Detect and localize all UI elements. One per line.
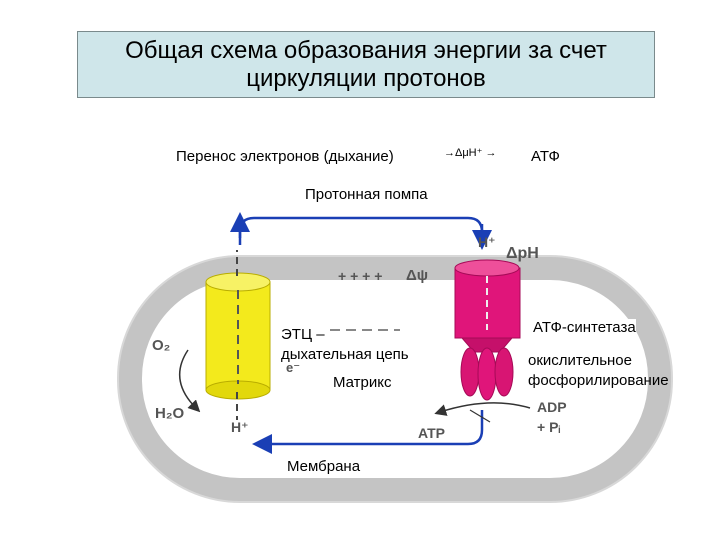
oxphos-line-2: фосфорилирование: [528, 372, 669, 389]
synthase-stem-line: [469, 409, 491, 423]
o2-to-h2o-arrow: [178, 349, 201, 413]
membrane-ring: [118, 256, 672, 502]
atp-synthase-label: АТФ-синтетаза: [533, 319, 636, 336]
adp-label: ADP: [537, 399, 567, 415]
pi-label: + Pᵢ: [537, 419, 560, 435]
atp-header-label: АТФ: [531, 148, 560, 165]
title-line-1: Общая схема образования энергии за счет: [125, 36, 607, 64]
proton-gradient-arrow-label: →ΔμH⁺ →: [444, 147, 497, 159]
membrane-outer-edge: [117, 255, 673, 503]
membrane-label: Мембрана: [287, 458, 361, 475]
h-plus-top-label: H⁺: [478, 234, 496, 250]
electron-transfer-label: Перенос электронов (дыхание): [176, 148, 394, 165]
h-plus-bottom-label: H⁺: [231, 419, 249, 435]
etc-label-line-2: дыхательная цепь: [281, 346, 409, 363]
oxphos-line-1: окислительное: [528, 352, 632, 369]
h2o-label: H₂O: [155, 405, 184, 422]
atp-synthase: [454, 259, 521, 401]
etc-label-line-1: ЭТЦ –: [281, 326, 325, 343]
matrix-label: Матрикс: [333, 374, 392, 391]
title-line-2: циркуляции протонов: [246, 64, 486, 92]
proton-pump-cylinder: [205, 272, 271, 400]
charges-label: + + + +: [338, 268, 382, 284]
electron-label: e⁻: [286, 360, 300, 375]
adp-to-atp-arrow: [434, 402, 531, 416]
o2-label: O₂: [152, 337, 170, 354]
delta-ph-label: ΔpH: [506, 245, 539, 262]
title-box: Общая схема образования энергии за счет …: [77, 31, 655, 98]
proton-path-top: [238, 216, 484, 245]
proton-path-bottom: [252, 410, 484, 454]
delta-psi-label: Δψ: [406, 267, 428, 284]
proton-pump-label: Протонная помпа: [305, 186, 428, 203]
atp-figure-label: ATP: [418, 425, 445, 441]
